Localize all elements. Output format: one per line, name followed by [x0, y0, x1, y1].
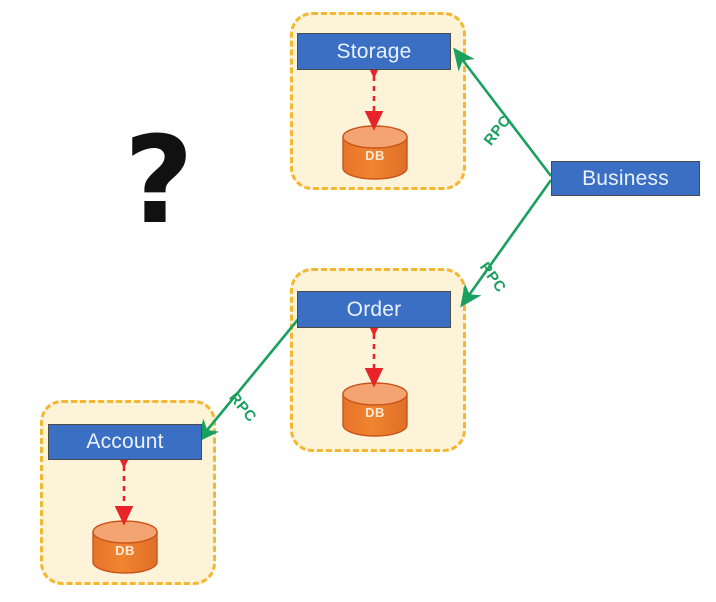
rpc-label-business-order: RPC: [475, 259, 510, 296]
service-box-account[interactable]: Account: [48, 424, 202, 460]
service-box-business[interactable]: Business: [551, 161, 700, 196]
service-label-order: Order: [346, 297, 402, 321]
question-mark-annotation: ?: [124, 112, 194, 251]
service-label-account: Account: [86, 430, 164, 453]
service-label-storage: Storage: [336, 39, 412, 63]
rpc-label-business-storage: RPC: [480, 112, 515, 149]
rpc-label-order-account: RPC: [225, 389, 260, 426]
service-box-order[interactable]: Order: [297, 291, 451, 328]
service-label-business: Business: [582, 166, 669, 190]
service-box-storage[interactable]: Storage: [297, 33, 451, 70]
